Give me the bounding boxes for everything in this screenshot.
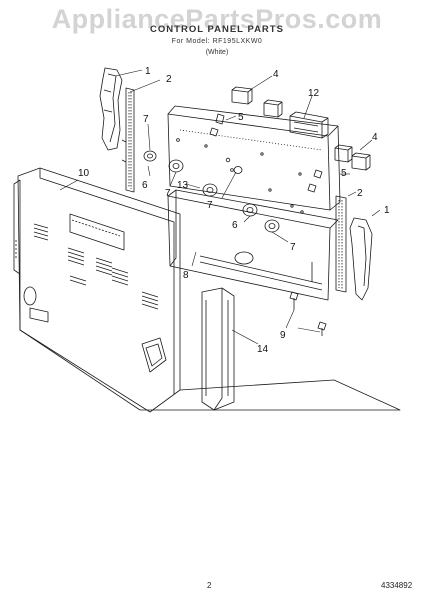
callout-10: 10 xyxy=(78,168,90,179)
callout-13: 13 xyxy=(177,180,189,191)
switch-right xyxy=(334,144,353,163)
diagram-subtitle: For Model: RF195LXKW0 xyxy=(171,38,263,45)
callout-1-right: 1 xyxy=(384,205,390,216)
left-trim-strip xyxy=(121,87,135,193)
callout-5-left: 5 xyxy=(238,112,244,123)
callout-2-left: 2 xyxy=(166,74,172,85)
callout-2-right: 2 xyxy=(357,188,363,199)
display-module xyxy=(289,111,329,139)
callout-12: 12 xyxy=(308,88,320,99)
rear-bracket xyxy=(167,189,339,301)
page-number: 2 xyxy=(207,581,212,590)
louvers xyxy=(29,223,159,323)
center-support xyxy=(201,287,235,411)
callout-6-mid: 6 xyxy=(232,220,238,231)
right-end-cap xyxy=(349,217,373,301)
screws xyxy=(289,291,327,336)
document-code: 4334892 xyxy=(381,581,413,590)
leader-lines xyxy=(59,69,381,345)
switch-left-2 xyxy=(263,99,283,118)
diagram-title: CONTROL PANEL PARTS xyxy=(150,24,284,35)
clip-left xyxy=(209,113,225,137)
callout-4-left: 4 xyxy=(273,69,279,80)
color-note: (White) xyxy=(205,49,229,56)
callout-8: 8 xyxy=(183,270,189,281)
switch-left xyxy=(231,86,253,105)
callout-7-right: 7 xyxy=(290,242,296,253)
right-trim-strip xyxy=(335,195,347,293)
main-console-panel xyxy=(167,105,341,214)
switch-right-2 xyxy=(351,152,371,171)
callout-9: 9 xyxy=(280,330,286,341)
callout-7-top: 7 xyxy=(143,114,149,125)
callout-7-mid: 7 xyxy=(207,200,213,211)
clip-right xyxy=(307,169,323,193)
callout-6-left: 6 xyxy=(142,180,148,191)
callout-numbers: 1 2 4 5 12 7 6 7 13 7 6 7 4 5 2 1 10 8 9… xyxy=(78,66,390,355)
rear-panel xyxy=(13,167,401,413)
callout-7-left: 7 xyxy=(165,188,171,199)
callout-5-right: 5 xyxy=(341,168,347,179)
callout-1-left: 1 xyxy=(145,66,151,77)
callout-14: 14 xyxy=(257,344,269,355)
left-end-cap xyxy=(99,67,123,151)
callout-4-right: 4 xyxy=(372,132,378,143)
